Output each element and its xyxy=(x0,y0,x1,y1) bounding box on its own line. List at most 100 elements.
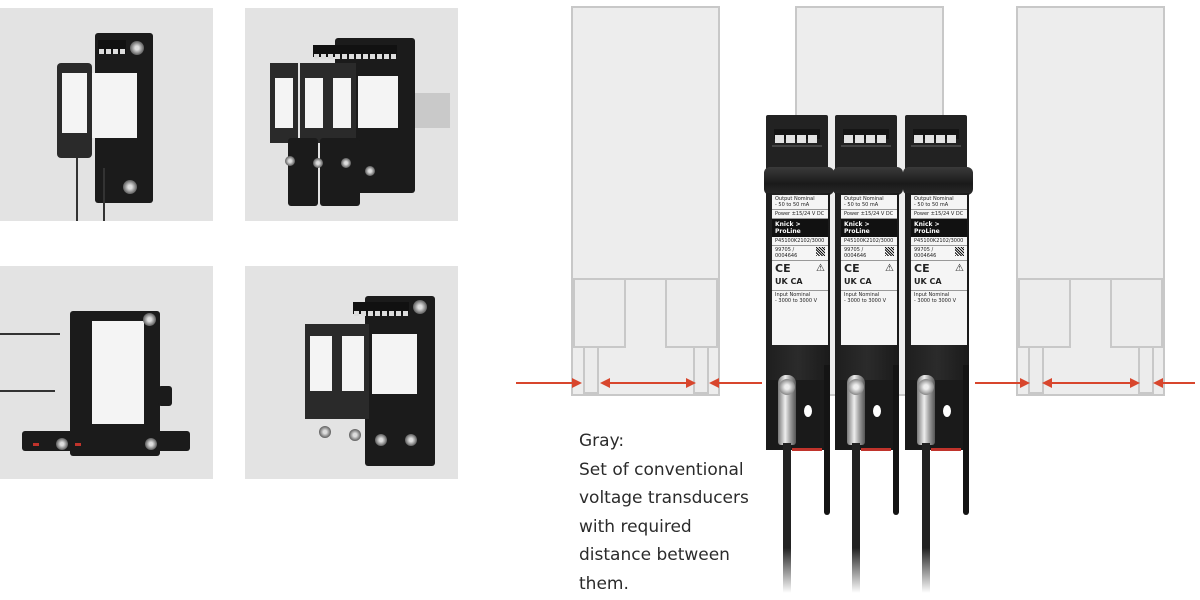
ukca-mark: UK CA xyxy=(914,277,942,286)
cable-clamp xyxy=(778,375,796,445)
input-title: Input Nominal xyxy=(775,292,811,298)
caption-line: Gray: xyxy=(579,431,625,451)
ukca-mark: UK CA xyxy=(775,277,803,286)
distance-arrow-line xyxy=(1161,382,1195,384)
qr-code-icon xyxy=(955,247,964,256)
wiring-label xyxy=(358,76,398,128)
screw-icon xyxy=(130,41,144,55)
output-title: Output Nominal xyxy=(914,196,954,202)
mounting-hole xyxy=(943,405,951,417)
conventional-transducer-outline xyxy=(571,6,720,396)
distance-arrow-line xyxy=(1050,382,1130,384)
type-code: P45100K2102/3000 xyxy=(841,237,897,246)
arrow-left-icon xyxy=(1042,378,1052,388)
cable xyxy=(922,443,930,593)
product-line: ProLine xyxy=(914,228,940,235)
rating-label: Output Nominal- 50 to 50 mA Power ±15/24… xyxy=(911,195,967,345)
caption-line: with required xyxy=(579,516,692,537)
rating-label: Output Nominal- 50 to 50 mA Power ±15/24… xyxy=(841,195,897,345)
screw-icon xyxy=(285,156,295,166)
serial-number: 99705 / 0004646 xyxy=(775,247,798,259)
module-label xyxy=(310,336,332,391)
cable xyxy=(0,390,55,392)
input-value: - 3000 to 3000 V xyxy=(844,298,887,304)
screw-icon xyxy=(319,426,331,438)
connector xyxy=(158,386,172,406)
red-marker xyxy=(75,443,81,446)
cable xyxy=(76,158,78,221)
photo-transducer-side xyxy=(0,266,213,479)
rating-label: Output Nominal- 50 to 50 mA Power ±15/24… xyxy=(772,195,828,345)
wiring-label xyxy=(92,321,144,424)
wiring-label xyxy=(372,334,417,394)
distance-arrow-line xyxy=(717,382,762,384)
ukca-mark: UK CA xyxy=(844,277,872,286)
photo-single-transducer xyxy=(0,8,213,221)
type-code: P45100K2102/3000 xyxy=(911,237,967,246)
base-rail xyxy=(22,431,190,451)
brand-name: Knick xyxy=(775,221,794,228)
qr-code-icon xyxy=(885,247,894,256)
red-marker xyxy=(861,448,891,451)
module-label xyxy=(305,78,323,128)
distance-arrow-line xyxy=(516,382,572,384)
input-value: - 3000 to 3000 V xyxy=(775,298,818,304)
product-line: ProLine xyxy=(844,228,870,235)
photo-two-transducers xyxy=(245,266,458,479)
screw-icon xyxy=(413,300,427,314)
conventional-transducer-outline xyxy=(1016,6,1165,396)
caption-line: distance between xyxy=(579,545,730,565)
cable xyxy=(783,443,791,593)
module-label xyxy=(333,78,351,128)
separator-fin xyxy=(963,365,969,515)
output-title: Output Nominal xyxy=(775,196,815,202)
photo-three-transducers xyxy=(245,8,458,221)
product-line: ProLine xyxy=(775,228,801,235)
power-spec: Power ±15/24 V DC xyxy=(772,210,828,219)
terminal-block xyxy=(774,129,820,143)
caption-line: voltage transducers xyxy=(579,488,749,508)
screw-icon xyxy=(918,379,934,395)
screw-icon xyxy=(349,429,361,441)
input-value: - 3000 to 3000 V xyxy=(914,298,957,304)
cover-flap xyxy=(288,138,318,206)
terminal-block xyxy=(98,40,126,54)
distance-arrow-line xyxy=(608,382,688,384)
screw-icon xyxy=(405,434,417,446)
cable xyxy=(0,333,60,335)
terminal-block xyxy=(353,302,381,316)
warning-icon: ⚠ xyxy=(885,263,894,274)
cover-flap xyxy=(320,138,360,206)
cable-clamp xyxy=(847,375,865,445)
output-value: - 50 to 50 mA xyxy=(844,202,879,208)
screw-icon xyxy=(375,434,387,446)
screw-icon xyxy=(56,438,68,450)
qr-code-icon xyxy=(816,247,825,256)
arrow-right-icon xyxy=(686,378,696,388)
brand-name: Knick xyxy=(844,221,863,228)
caption-line: Set of conventional xyxy=(579,459,744,480)
arrow-left-icon xyxy=(1153,378,1163,388)
module-label xyxy=(342,336,364,391)
terminal-block xyxy=(381,302,409,316)
brand-arrow-icon: > xyxy=(864,221,870,228)
red-marker xyxy=(792,448,822,451)
cable-clamp xyxy=(917,375,935,445)
distance-arrow-line xyxy=(975,382,1020,384)
wiring-label xyxy=(92,73,137,138)
power-spec: Power ±15/24 V DC xyxy=(841,210,897,219)
warning-icon: ⚠ xyxy=(816,263,825,274)
arrow-right-icon xyxy=(1020,378,1030,388)
terminal-block xyxy=(341,45,369,59)
module-label xyxy=(275,78,293,128)
warning-icon: ⚠ xyxy=(955,263,964,274)
housing-collar xyxy=(903,167,973,195)
arrow-right-icon xyxy=(1130,378,1140,388)
serial-number: 99705 / 0004646 xyxy=(844,247,867,259)
screw-icon xyxy=(848,379,864,395)
clamp-housing xyxy=(835,380,899,450)
module-label xyxy=(62,73,87,133)
clamp-housing xyxy=(766,380,830,450)
serial-number: 99705 / 0004646 xyxy=(914,247,937,259)
arrow-left-icon xyxy=(600,378,610,388)
